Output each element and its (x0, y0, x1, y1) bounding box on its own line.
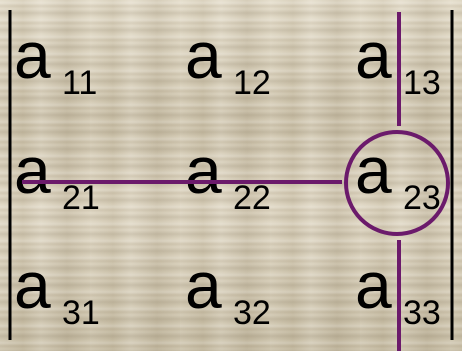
entry-subscript: 21 (62, 179, 100, 217)
entry-base-symbol: a (185, 18, 222, 92)
entry-subscript: 31 (62, 294, 100, 332)
entry-base-symbol: a (14, 133, 51, 207)
matrix-entry-23: a 23 (355, 133, 441, 217)
matrix-entry-11: a 11 (14, 18, 97, 102)
entry-subscript: 33 (403, 294, 441, 332)
entry-subscript: 23 (403, 179, 441, 217)
matrix-entry-31: a 31 (14, 248, 100, 332)
matrix-entry-32: a 32 (185, 248, 271, 332)
matrix-entry-22: a 22 (185, 133, 271, 217)
highlight-circle (344, 130, 450, 236)
entry-base-symbol: a (355, 18, 392, 92)
matrix-entry-12: a 12 (185, 18, 271, 102)
entry-base-symbol: a (185, 248, 222, 322)
matrix-entry-21: a 21 (14, 133, 100, 217)
entry-subscript: 11 (62, 64, 97, 102)
entry-base-symbol: a (355, 133, 392, 207)
entry-base-symbol: a (14, 248, 51, 322)
entry-base-symbol: a (185, 133, 222, 207)
entry-subscript: 13 (403, 64, 441, 102)
entry-subscript: 22 (233, 179, 271, 217)
entry-base-symbol: a (14, 18, 51, 92)
entry-subscript: 12 (233, 64, 271, 102)
cofactor-annotations (22, 12, 450, 351)
entry-subscript: 32 (233, 294, 271, 332)
matrix-entry-33: a 33 (355, 248, 441, 332)
matrix-entries: a 11 a 12 a 13 a 21 a 22 a 23 a 31 a 32 a 33 (14, 18, 441, 332)
matrix-entry-13: a 13 (355, 18, 441, 102)
entry-base-symbol: a (355, 248, 392, 322)
